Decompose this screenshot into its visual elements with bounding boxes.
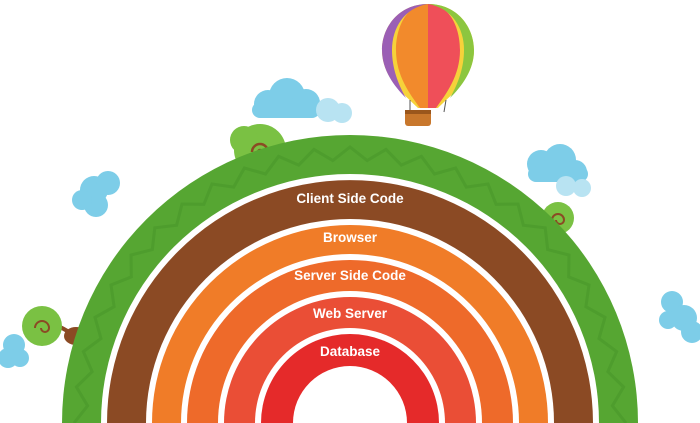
cloud-icon	[252, 78, 352, 123]
cloud-icon	[72, 171, 120, 217]
cloud-icon	[0, 334, 29, 368]
layer-label: Database	[320, 344, 381, 359]
hot-air-balloon-icon	[382, 4, 474, 126]
layer-label: Client Side Code	[296, 191, 404, 206]
grass-zigzag	[72, 145, 628, 423]
layer-label: Server Side Code	[294, 268, 406, 283]
layer-label: Browser	[323, 230, 378, 245]
layer-label: OS	[340, 381, 360, 396]
cloud-icon	[659, 291, 700, 343]
rainbow-layers	[62, 135, 638, 423]
cloud-icon	[527, 144, 591, 197]
rainbow-core	[293, 366, 407, 423]
layer-label: Web Server	[313, 306, 388, 321]
grass-edge	[72, 145, 628, 423]
